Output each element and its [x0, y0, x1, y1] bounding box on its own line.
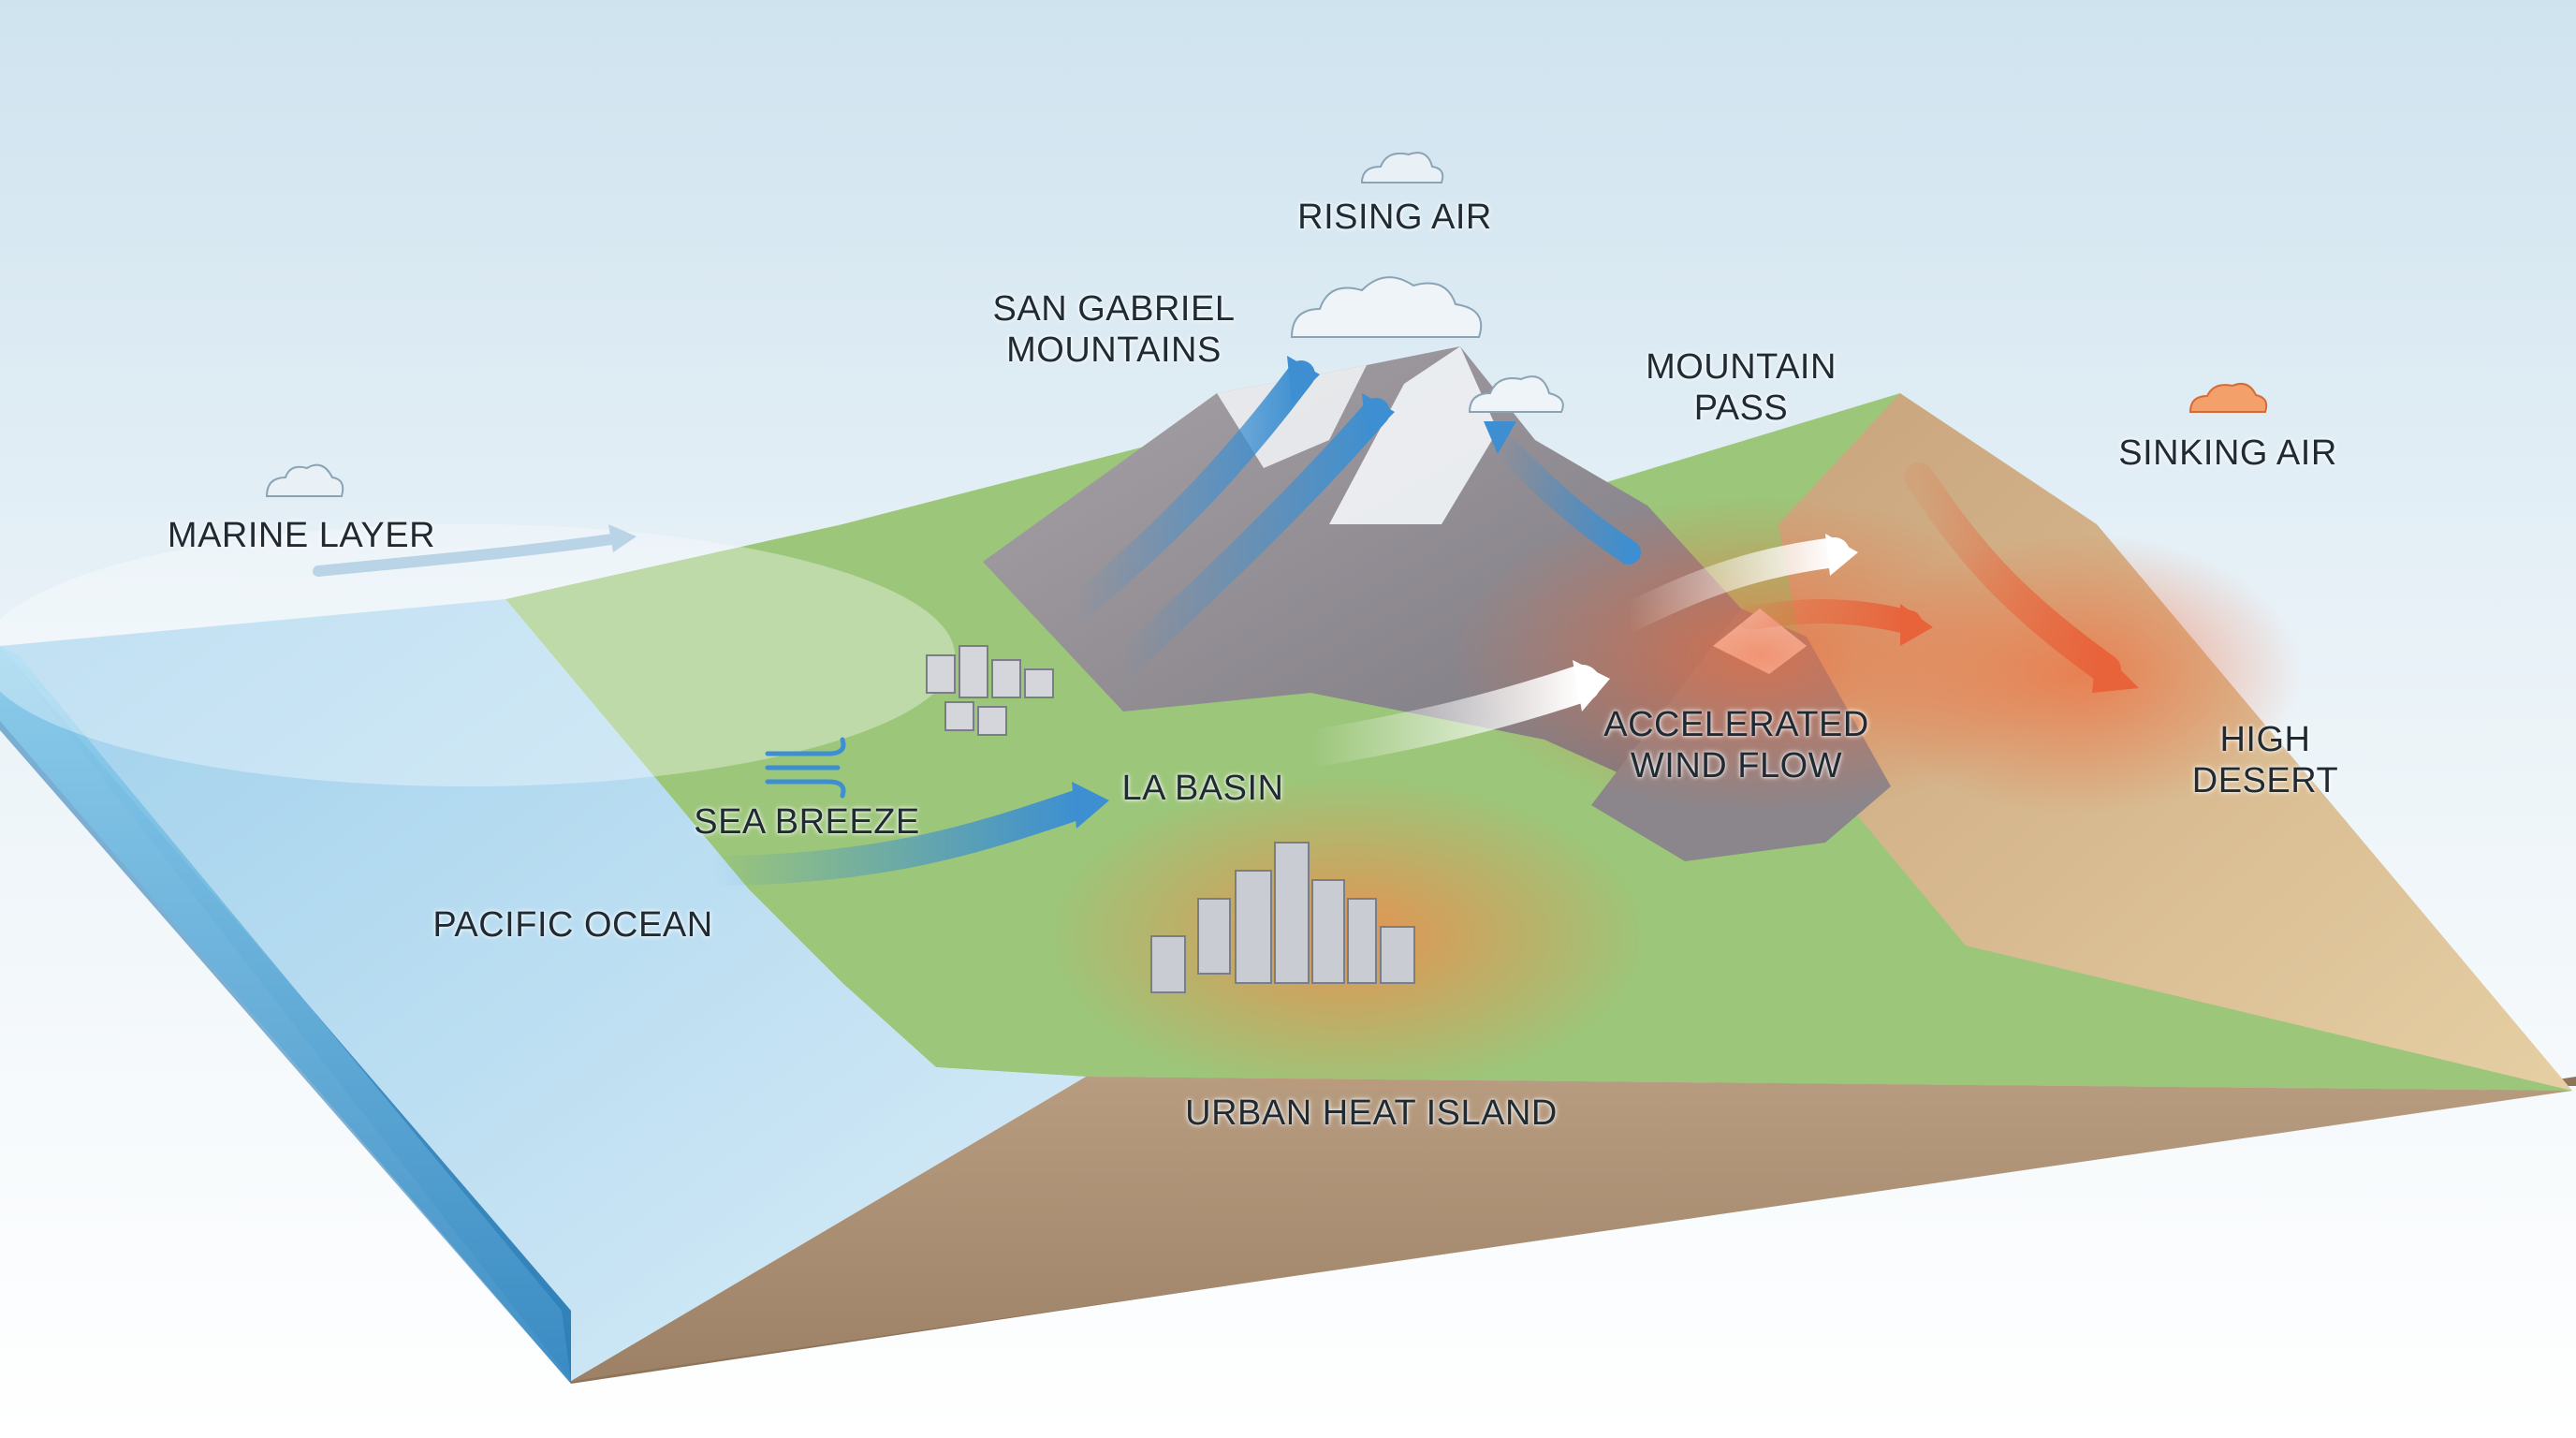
- cloud-icon: [1360, 152, 1444, 183]
- marine-layer-arrow: [313, 533, 623, 577]
- mountain-pass-label: MOUNTAIN PASS: [1646, 346, 1837, 429]
- san-gabriel-mountains-label: SAN GABRIEL MOUNTAINS: [993, 288, 1236, 371]
- mountain-pass-line-1: MOUNTAIN: [1646, 347, 1837, 387]
- san-gabriel-line-1: SAN GABRIEL: [992, 289, 1236, 329]
- rising-air-arrows: [1062, 356, 1641, 679]
- sea-breeze-label: SEA BREEZE: [694, 802, 920, 842]
- high-desert-line-1: HIGH: [2219, 720, 2311, 759]
- accelerated-wind-flow-label: ACCELERATED WIND FLOW: [1603, 704, 1869, 786]
- high-desert-label: HIGH DESERT: [2192, 719, 2338, 801]
- marine-layer-label: MARINE LAYER: [167, 516, 436, 555]
- san-gabriel-line-2: MOUNTAINS: [1006, 330, 1222, 370]
- pacific-ocean-label: PACIFIC OCEAN: [432, 905, 713, 945]
- rising-air-label: RISING AIR: [1297, 198, 1492, 237]
- downtown-buildings: [1150, 842, 1415, 993]
- marine-layer-haze: [0, 524, 955, 786]
- pacific-ocean-surface: [0, 599, 1086, 1381]
- sinking-air-label: SINKING AIR: [2118, 433, 2337, 473]
- wind-icon: [765, 737, 846, 799]
- sea-breeze-arrow: [696, 790, 1091, 886]
- soil-cross-section: [571, 1077, 2572, 1381]
- accelerated-wind-arrows: [1292, 534, 1933, 768]
- accelerated-line-2: WIND FLOW: [1630, 746, 1843, 785]
- cloud-icon: [265, 463, 344, 497]
- high-desert-line-2: DESERT: [2191, 761, 2339, 800]
- warm-cloud-icon: [2188, 383, 2268, 413]
- suburb-buildings: [926, 645, 1054, 736]
- sinking-air-arrows: [1904, 462, 2139, 693]
- urban-heat-island-label: URBAN HEAT ISLAND: [1185, 1093, 1558, 1133]
- mountain-pass-line-2: PASS: [1693, 389, 1789, 428]
- rising-cloud-group: [1290, 276, 1564, 413]
- la-basin-label: LA BASIN: [1121, 769, 1284, 808]
- accelerated-line-1: ACCELERATED: [1603, 705, 1869, 744]
